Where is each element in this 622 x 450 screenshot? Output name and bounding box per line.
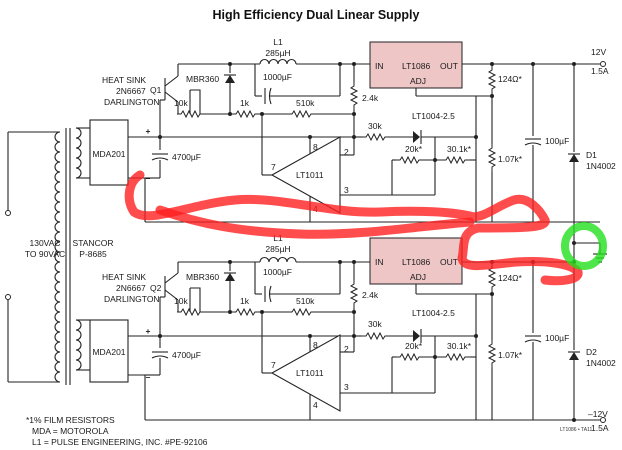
lower-pin8: 8: [313, 340, 318, 350]
lower-pin2: 2: [344, 344, 349, 354]
upper-cap-out-label: 100µF: [545, 136, 569, 146]
upper-output-current: 1.5A: [591, 66, 609, 76]
upper-q1-line2: 2N6667: [116, 86, 146, 96]
upper-q1-ref: Q1: [150, 85, 162, 95]
upper-opamp-label: LT1011: [296, 170, 324, 180]
upper-r2-4k-label: 2.4k: [362, 93, 379, 103]
lower-regulator: [369, 237, 463, 285]
red-highlight-loop: [155, 205, 475, 239]
lower-cap-small-label: 1000µF: [263, 267, 292, 277]
upper-rectifier: [89, 119, 129, 186]
lower-r20k-label: 20k*: [405, 341, 423, 351]
lower-inductor-ref: L1: [273, 233, 283, 243]
upper-pin8: 8: [313, 142, 318, 152]
figure-code: LT1086 • TA11: [560, 427, 592, 433]
lower-reg-adj: ADJ: [410, 272, 426, 282]
lower-diode-part: 1N4002: [586, 358, 616, 368]
lower-diode-ref: D2: [586, 347, 597, 357]
lower-reg-in: IN: [375, 257, 384, 267]
lower-r124-label: 124Ω*: [498, 273, 523, 283]
lower-section: MDA201 + – 4700µF HEAT SINK 2N6667 DARLI…: [89, 233, 616, 433]
upper-reference-label: LT1004-2.5: [412, 111, 455, 121]
lower-filter-cap-label: 4700µF: [172, 350, 201, 360]
upper-r1-07k-label: 1.07k*: [498, 154, 523, 164]
note-mda: MDA = MOTOROLA: [32, 426, 109, 436]
transformer-part: P-8685: [79, 249, 107, 259]
lower-r30k-label: 30k: [368, 319, 382, 329]
green-highlight-circle: [561, 222, 607, 270]
lower-rectifier: [89, 319, 129, 383]
lower-pin7: 7: [271, 360, 276, 370]
lower-r2-4k-label: 2.4k: [362, 290, 379, 300]
upper-diode-ref: D1: [586, 150, 597, 160]
upper-rect-plus: +: [146, 126, 151, 136]
lower-q2-line3: DARLINGTON: [104, 294, 160, 304]
upper-reg-in: IN: [375, 61, 384, 71]
upper-r30-1k-label: 30.1k*: [447, 144, 472, 154]
upper-schottky-label: MBR360: [186, 74, 219, 84]
diagram-title: High Efficiency Dual Linear Supply: [213, 8, 420, 22]
upper-regulator: [369, 41, 463, 89]
lower-reg-out: OUT: [440, 257, 458, 267]
lower-rect-minus: –: [146, 372, 151, 382]
input-voltage-label-2: TO 90VAC: [25, 249, 65, 259]
upper-output-voltage: 12V: [591, 47, 606, 57]
lower-pin3: 3: [344, 382, 349, 392]
upper-r124-label: 124Ω*: [498, 74, 523, 84]
lower-r1-07k-label: 1.07k*: [498, 350, 523, 360]
upper-r20k-label: 20k*: [405, 144, 423, 154]
lower-rect-plus: +: [146, 326, 151, 336]
lower-reference-label: LT1004-2.5: [412, 308, 455, 318]
upper-inductor-value: 285µH: [265, 48, 290, 58]
lower-q2-ref: Q2: [150, 283, 162, 293]
upper-r10k-label: 10k: [174, 98, 188, 108]
lower-r30-1k-label: 30.1k*: [447, 341, 472, 351]
lower-rectifier-label: MDA201: [92, 347, 125, 357]
lower-output-voltage: –12V: [588, 409, 608, 419]
upper-filter-cap-label: 4700µF: [172, 152, 201, 162]
upper-inductor-ref: L1: [273, 37, 283, 47]
upper-r510k-label: 510k: [296, 98, 315, 108]
upper-cap-small-label: 1000µF: [263, 72, 292, 82]
lower-reg-name: LT1086: [402, 257, 430, 267]
upper-r30k-label: 30k: [368, 121, 382, 131]
upper-reg-out: OUT: [440, 61, 458, 71]
input-voltage-label: 130VAC: [29, 238, 60, 248]
upper-reg-name: LT1086: [402, 61, 430, 71]
transformer-name: STANCOR: [73, 238, 114, 248]
lower-r510k-label: 510k: [296, 296, 315, 306]
upper-diode-part: 1N4002: [586, 161, 616, 171]
upper-q1-line1: HEAT SINK: [102, 75, 146, 85]
upper-rectifier-label: MDA201: [92, 149, 125, 159]
upper-q1-line3: DARLINGTON: [104, 97, 160, 107]
lower-r1k-label: 1k: [240, 296, 250, 306]
lower-opamp-label: LT1011: [296, 368, 324, 378]
lower-q2-line1: HEAT SINK: [102, 272, 146, 282]
note-inductor: L1 = PULSE ENGINEERING, INC. #PE-92106: [32, 437, 208, 447]
lower-output-current: 1.5A: [591, 423, 609, 433]
red-highlight-stroke: [124, 170, 583, 286]
upper-reg-adj: ADJ: [410, 76, 426, 86]
upper-section: MDA201 + – 4700µF HEAT SINK 2N6667 DARLI…: [89, 37, 616, 222]
upper-pin2: 2: [344, 147, 349, 157]
upper-pin7: 7: [271, 162, 276, 172]
lower-cap-out-label: 100µF: [545, 333, 569, 343]
lower-q2-line2: 2N6667: [116, 283, 146, 293]
lower-r10k-label: 10k: [174, 296, 188, 306]
upper-pin3: 3: [344, 185, 349, 195]
lower-schottky-label: MBR360: [186, 272, 219, 282]
lower-pin4: 4: [313, 400, 318, 410]
note-film-resistors: *1% FILM RESISTORS: [26, 415, 115, 425]
transformer: [5, 127, 90, 385]
lower-inductor-value: 285µH: [265, 244, 290, 254]
upper-r1k-label: 1k: [240, 98, 250, 108]
